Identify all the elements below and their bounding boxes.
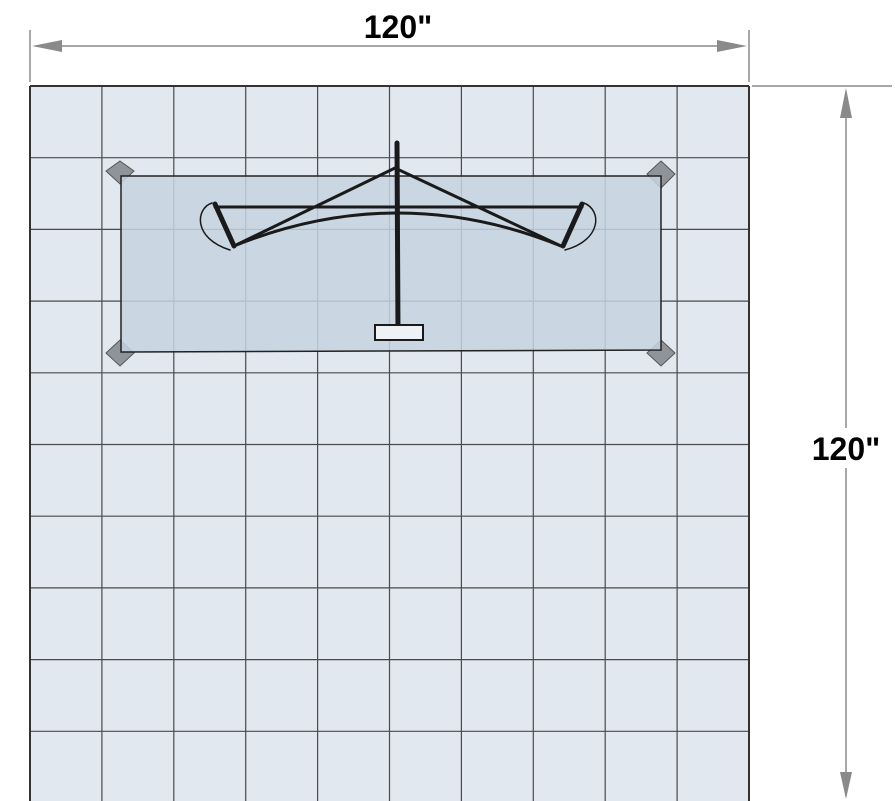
width-arrow-left-icon	[32, 40, 62, 52]
right-end-light	[564, 202, 597, 251]
left-end-light	[199, 202, 231, 251]
width-dimension: 120"	[29, 9, 750, 82]
height-arrow-top-icon	[840, 88, 852, 118]
corner-foot-top-left	[105, 160, 135, 185]
canopy-frame	[199, 140, 597, 341]
height-arrow-bottom-icon	[840, 772, 852, 799]
left-end-arm	[212, 201, 237, 249]
right-end-arm	[560, 201, 585, 249]
height-label-backdrop	[800, 428, 892, 468]
pole-base-plate	[374, 324, 424, 341]
width-arrow-right-icon	[717, 40, 747, 52]
width-label: 120"	[364, 9, 433, 45]
height-dimension: 120"	[752, 85, 892, 799]
backdrop-panel	[120, 175, 662, 353]
curved-crossbar	[232, 211, 563, 248]
booth-structure	[105, 140, 676, 367]
height-label: 120"	[812, 431, 881, 467]
center-pole	[394, 140, 401, 335]
